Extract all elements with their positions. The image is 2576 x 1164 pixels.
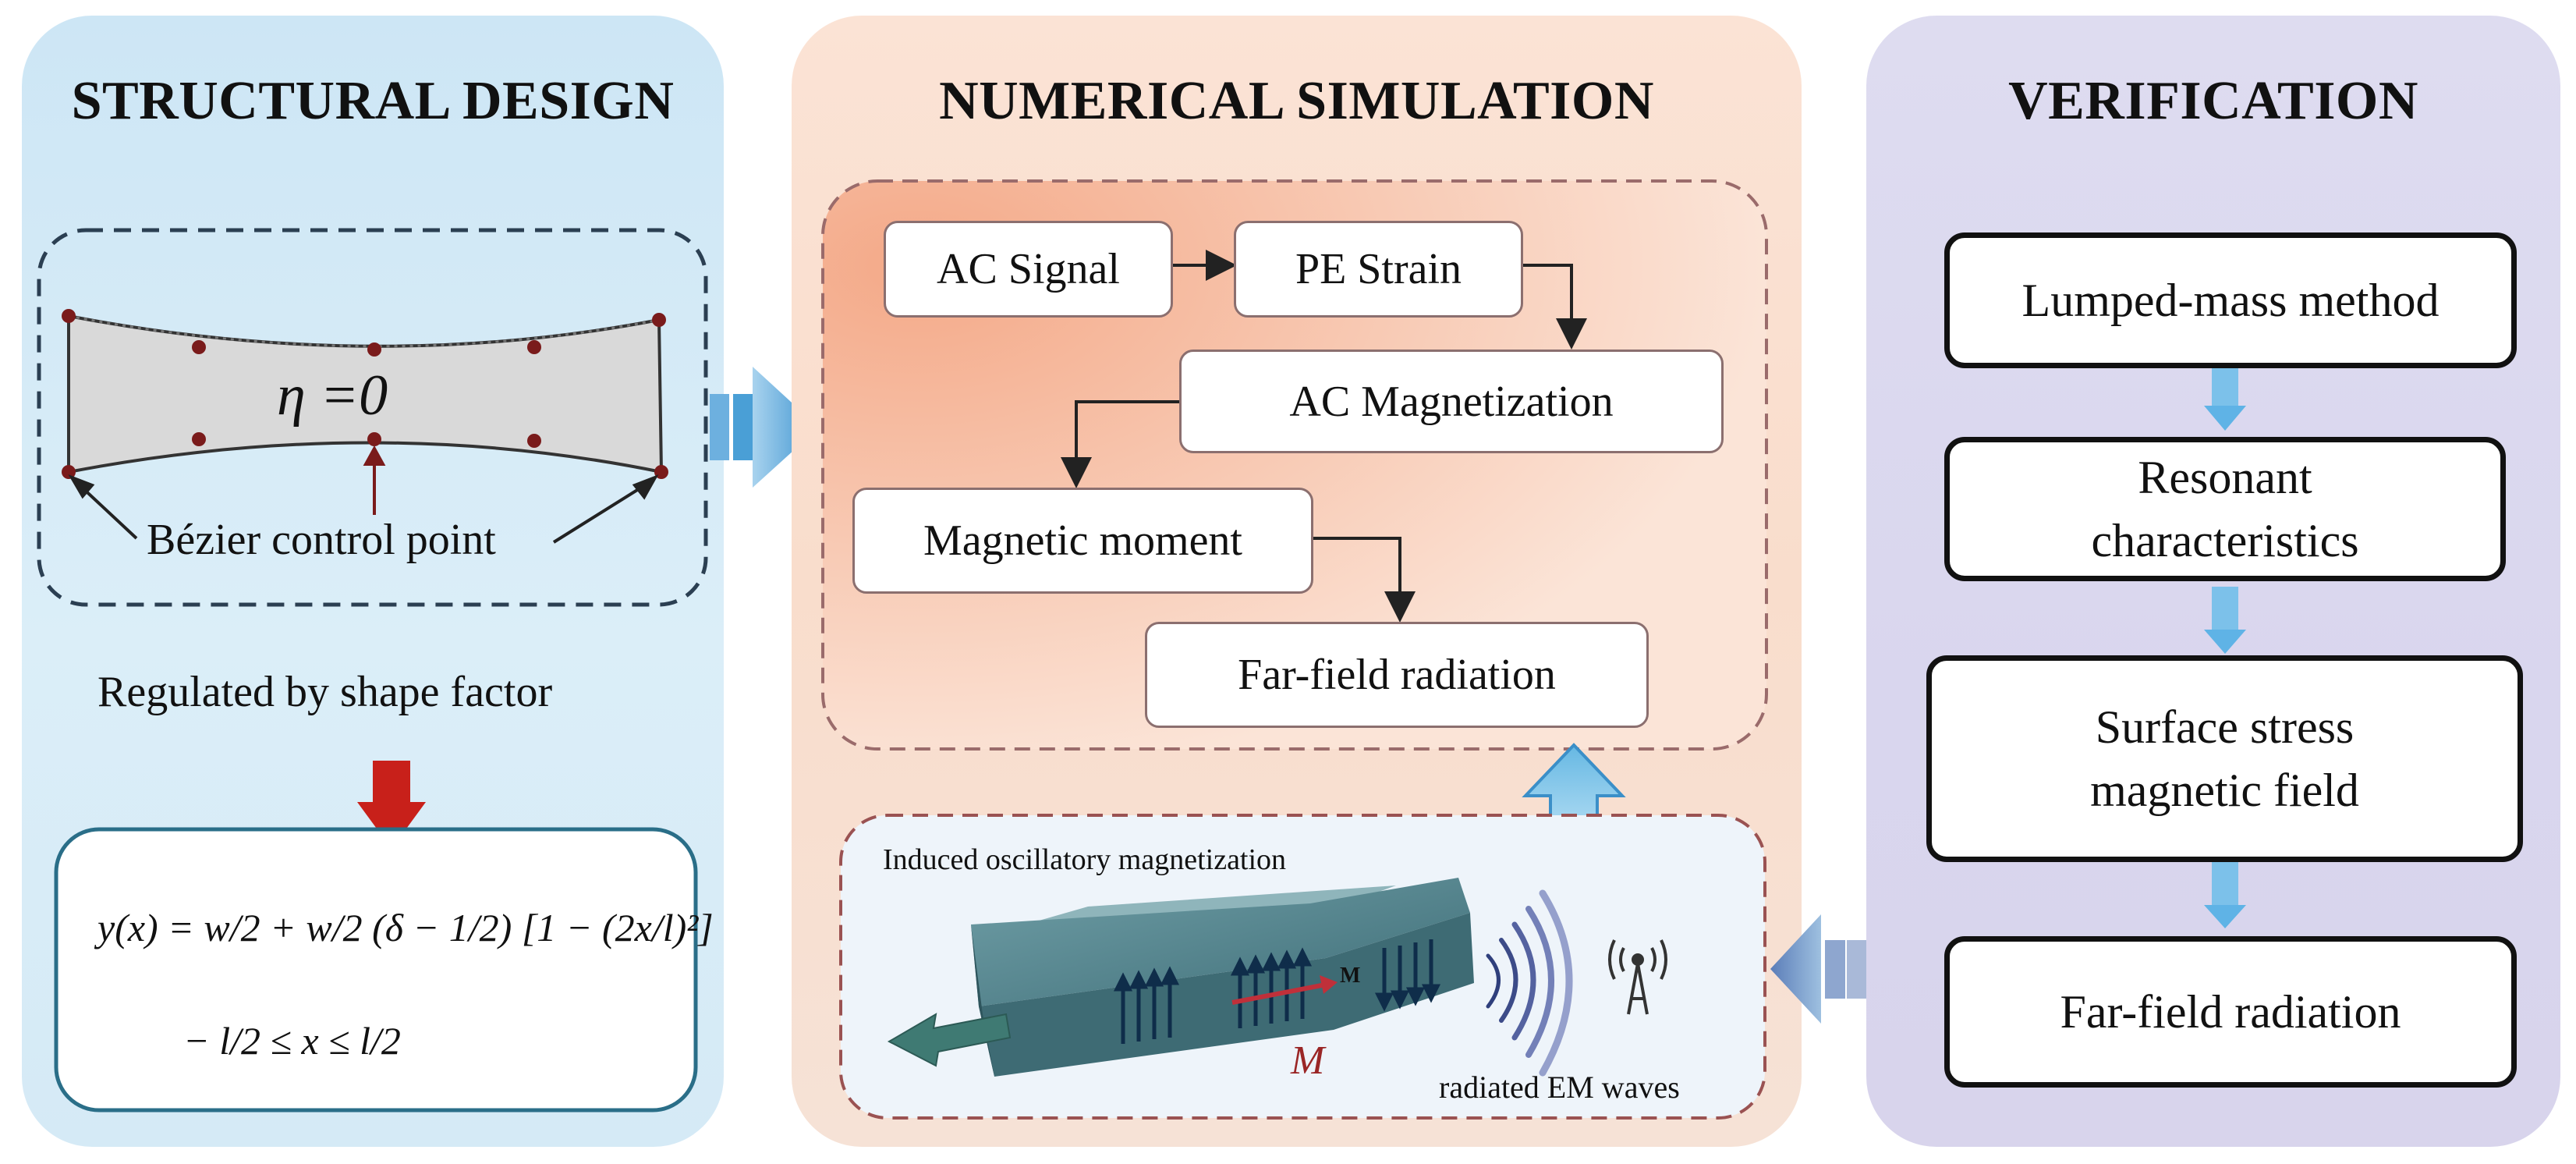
numerical-simulation-title: NUMERICAL SIMULATION [939, 71, 1654, 131]
eta-label: η =0 [277, 364, 388, 428]
m-vector-label: M [1340, 963, 1361, 988]
verification-step-lumped-mass: Lumped-mass method [1944, 232, 2517, 368]
right-arrow-icon [710, 367, 819, 488]
flow-pe-strain: PE Strain [1234, 221, 1523, 318]
flow-ac-magnetization: AC Magnetization [1179, 350, 1724, 453]
shape-equation: y(x) = w/2 + w/2 (δ − 1/2) [1 − (2x/l)²] [97, 906, 714, 949]
verification-step-far-field: Far-field radiation [1944, 936, 2517, 1088]
em-wave-icon [1486, 889, 1573, 1077]
left-arrow-icon-verification [1770, 914, 1867, 1024]
domain-equation: − l/2 ≤ x ≤ l/2 [183, 1019, 401, 1063]
magnetization-m-label: M [1291, 1038, 1325, 1083]
down-arrow-icon [2204, 363, 2246, 928]
verification-step-surface-stress: Surface stress magnetic field [1926, 655, 2523, 862]
flow-ac-signal: AC Signal [884, 221, 1173, 318]
induced-magnetization-label: Induced oscillatory magnetization [883, 843, 1287, 876]
antenna-icon [1608, 939, 1667, 1015]
red-down-arrow-icon [357, 761, 426, 849]
bezier-control-point-label: Bézier control point [147, 516, 496, 564]
verification-title: VERIFICATION [2008, 71, 2418, 131]
structural-design-title: STRUCTURAL DESIGN [71, 71, 675, 131]
regulated-label: Regulated by shape factor [97, 668, 553, 716]
flow-far-field-radiation: Far-field radiation [1145, 622, 1649, 728]
control-points [62, 309, 668, 479]
flow-magnetic-moment: Magnetic moment [852, 488, 1313, 594]
left-arrow-icon [887, 1013, 1012, 1067]
verification-step-resonant: Resonant characteristics [1944, 437, 2506, 581]
magnetostrictive-beam [971, 878, 1474, 1077]
radiated-em-waves-label: radiated EM waves [1439, 1070, 1680, 1105]
